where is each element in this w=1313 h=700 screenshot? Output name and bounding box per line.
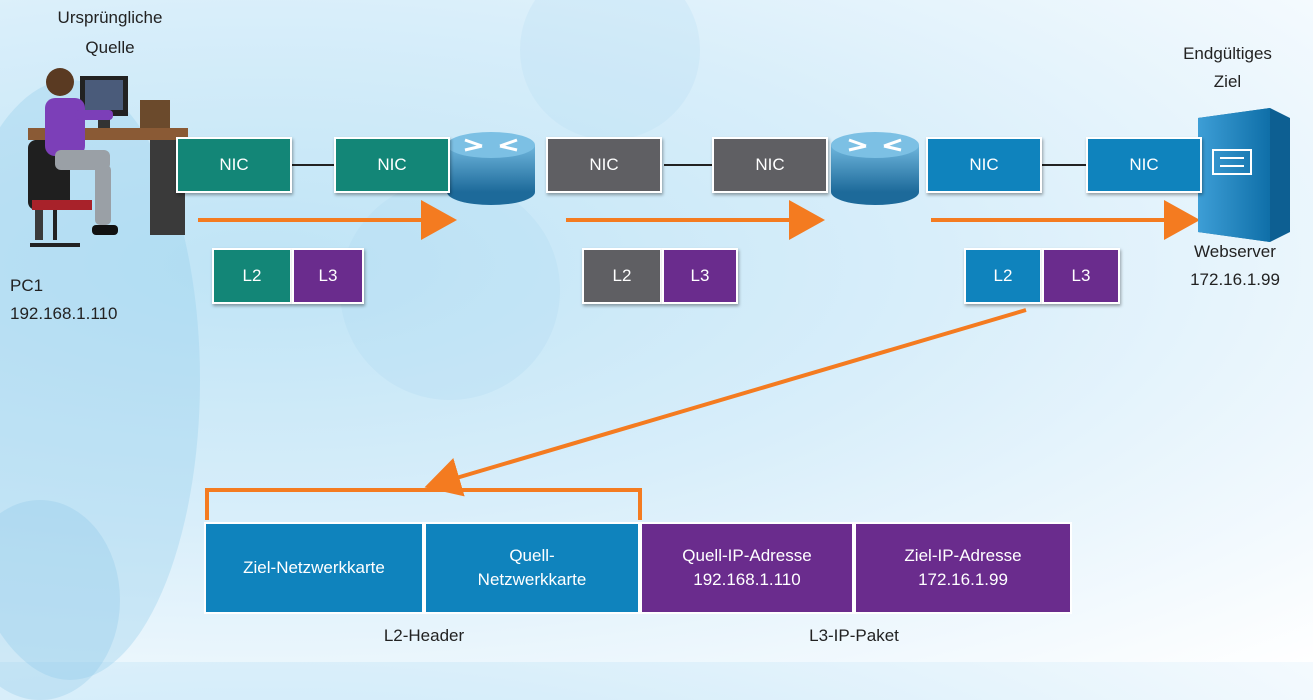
- l2-header-caption: L2-Header: [383, 626, 465, 645]
- webserver-name: Webserver: [1194, 242, 1276, 261]
- pc1-name: PC1: [10, 276, 44, 295]
- header-src-nic-line2: Netzwerkkarte: [477, 570, 587, 589]
- router-1-icon: [447, 132, 535, 205]
- header-dest-nic: Ziel-Netzwerkkarte: [204, 522, 424, 614]
- l3-packet-caption: L3-IP-Paket: [809, 626, 899, 645]
- destination-title-line2: Ziel: [1213, 72, 1242, 91]
- header-src-nic: Quell- Netzwerkkarte: [424, 522, 640, 614]
- destination-title-line1: Endgültiges: [1183, 44, 1272, 63]
- webserver-icon: [1198, 108, 1290, 242]
- frame-3-l3: L3: [1042, 248, 1120, 304]
- pc1-ip: 192.168.1.110: [10, 304, 118, 323]
- source-title-line1: Ursprüngliche: [57, 8, 163, 27]
- nic-router1-in: NIC: [334, 137, 450, 193]
- pc1-user-icon: [28, 68, 188, 247]
- header-dst-ip-label: Ziel-IP-Adresse: [904, 546, 1022, 565]
- header-src-nic-line1: Quell-: [509, 546, 555, 565]
- header-src-ip-value: 192.168.1.110: [693, 570, 801, 589]
- nic-router2-in: NIC: [712, 137, 828, 193]
- frame-2-l3: L3: [662, 248, 738, 304]
- nic-router2-out: NIC: [926, 137, 1042, 193]
- source-title-line2: Quelle: [85, 38, 135, 57]
- nic-router1-out: NIC: [546, 137, 662, 193]
- l2-bracket: [205, 488, 642, 520]
- header-src-ip-label: Quell-IP-Adresse: [682, 546, 812, 565]
- nic-webserver: NIC: [1086, 137, 1202, 193]
- header-dst-ip-value: 172.16.1.99: [918, 570, 1008, 589]
- frame-1-l3: L3: [292, 248, 364, 304]
- zoom-arrow: [424, 308, 1027, 497]
- connections-layer: [28, 68, 1290, 520]
- webserver-ip: 172.16.1.99: [1190, 270, 1280, 289]
- frame-3-l2: L2: [964, 248, 1042, 304]
- header-src-ip: Quell-IP-Adresse 192.168.1.110: [640, 522, 854, 614]
- frame-2-l2: L2: [582, 248, 662, 304]
- router-2-icon: [831, 132, 919, 205]
- header-dest-nic-label: Ziel-Netzwerkkarte: [243, 558, 385, 577]
- nic-pc1: NIC: [176, 137, 292, 193]
- frame-1-l2: L2: [212, 248, 292, 304]
- header-dst-ip: Ziel-IP-Adresse 172.16.1.99: [854, 522, 1072, 614]
